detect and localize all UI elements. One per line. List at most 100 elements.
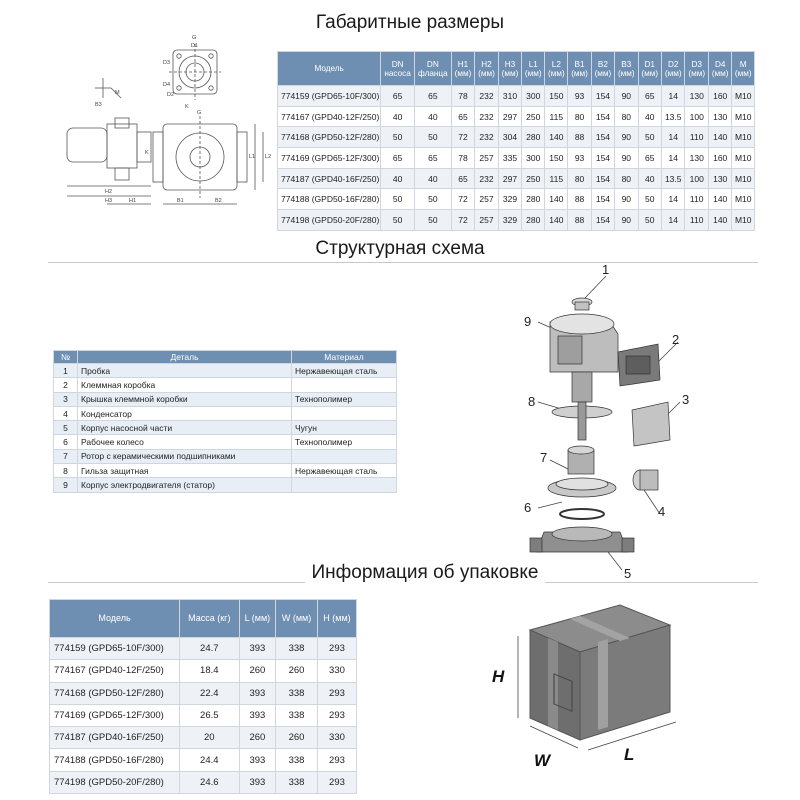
table-cell: 100 — [684, 167, 709, 190]
table-cell: Конденсатор — [77, 405, 292, 422]
table-cell: 18.4 — [179, 659, 240, 683]
table-cell: 774159 (GPD65-10F/300) — [276, 85, 382, 107]
table-cell: 338 — [275, 770, 318, 795]
table-cell: 50 — [380, 209, 415, 231]
col-header: H3 (мм) — [497, 51, 523, 86]
table-cell: Нержавеющая сталь — [291, 362, 397, 379]
col-header: DN насоса — [380, 51, 415, 86]
table-cell: 88 — [567, 126, 592, 149]
table-cell: 300 — [521, 85, 546, 107]
table-cell: 65 — [637, 85, 662, 107]
table-cell: 50 — [380, 126, 415, 149]
table-cell: 50 — [637, 188, 662, 211]
table-cell: 260 — [275, 659, 318, 683]
callout-1: 1 — [602, 262, 609, 277]
table-cell: 140 — [544, 209, 569, 231]
col-header: B3 (мм) — [614, 51, 639, 86]
label-g-front: G — [197, 110, 201, 116]
table-cell: 72 — [450, 188, 476, 211]
table-cell — [291, 448, 397, 465]
table-cell: 393 — [238, 703, 277, 728]
table-cell: 774198 (GPD50-20F/280) — [49, 770, 180, 795]
table-cell: 72 — [450, 126, 476, 149]
table-cell: Рабочее колесо — [77, 434, 292, 450]
label-d4: D4 — [163, 82, 170, 88]
callout-3: 3 — [682, 392, 689, 407]
table-cell: 774168 (GPD50-12F/280) — [276, 126, 382, 149]
table-cell: 130 — [684, 147, 709, 169]
table-cell: 338 — [275, 748, 318, 772]
table-cell: 13.5 — [660, 167, 686, 190]
table-cell: 5 — [53, 420, 78, 436]
callout-7: 7 — [540, 450, 547, 465]
table-cell: 14 — [660, 85, 686, 107]
table-cell: 90 — [614, 85, 639, 107]
col-header: D2 (мм) — [660, 51, 686, 86]
table-cell: Технополимер — [291, 434, 397, 450]
table-cell: 78 — [450, 147, 476, 169]
table-cell: 13.5 — [660, 105, 686, 128]
callout-6: 6 — [524, 500, 531, 515]
table-cell: 310 — [497, 85, 523, 107]
table-cell: 65 — [413, 147, 452, 169]
table-cell: M10 — [731, 85, 755, 107]
table-cell: 40 — [413, 167, 452, 190]
table-cell: 232 — [474, 105, 499, 128]
col-header: D4 (мм) — [707, 51, 733, 86]
table-cell: 90 — [614, 126, 639, 149]
label-m: M — [115, 90, 120, 96]
table-cell: 40 — [380, 105, 415, 128]
table-cell: 329 — [497, 209, 523, 231]
table-cell: 4 — [53, 405, 78, 422]
table-cell: 40 — [637, 105, 662, 128]
table-cell: 78 — [450, 85, 476, 107]
label-h2: H2 — [105, 189, 112, 195]
table-cell: 88 — [567, 188, 592, 211]
table-cell: 65 — [380, 147, 415, 169]
table-cell: 115 — [544, 167, 569, 190]
table-cell: 22.4 — [179, 681, 240, 705]
table-cell: 293 — [316, 703, 358, 728]
table-cell — [291, 405, 397, 422]
col-header: L2 (мм) — [544, 51, 569, 86]
table-cell: Корпус насосной части — [77, 420, 292, 436]
table-cell: M10 — [731, 188, 755, 211]
col-header: M (мм) — [731, 51, 755, 86]
table-cell: 232 — [474, 126, 499, 149]
table-cell: 110 — [684, 209, 709, 231]
divider-1 — [48, 262, 758, 263]
col-header: D1 (мм) — [637, 51, 662, 86]
table-cell: 3 — [53, 391, 78, 407]
table-cell: 293 — [316, 636, 358, 661]
table-cell: 130 — [707, 105, 733, 128]
callout-8: 8 — [528, 394, 535, 409]
table-cell: 140 — [544, 188, 569, 211]
table-cell: 774167 (GPD40-12F/250) — [49, 659, 180, 683]
table-cell: 304 — [497, 126, 523, 149]
col-header: H2 (мм) — [474, 51, 499, 86]
table-cell: M10 — [731, 105, 755, 128]
table-cell: 297 — [497, 105, 523, 128]
table-cell: 250 — [521, 105, 546, 128]
table-cell: Нержавеющая сталь — [291, 463, 397, 479]
table-cell: 330 — [316, 659, 358, 683]
table-cell: 14 — [660, 147, 686, 169]
box-label-l: L — [624, 745, 634, 764]
table-cell: 280 — [521, 126, 546, 149]
structure-title: Структурная схема — [315, 238, 485, 259]
table-cell: 774187 (GPD40-16F/250) — [276, 167, 382, 190]
table-cell: 8 — [53, 463, 78, 479]
table-cell: 257 — [474, 209, 499, 231]
table-cell: 774159 (GPD65-10F/300) — [49, 636, 180, 661]
table-cell: 80 — [567, 105, 592, 128]
